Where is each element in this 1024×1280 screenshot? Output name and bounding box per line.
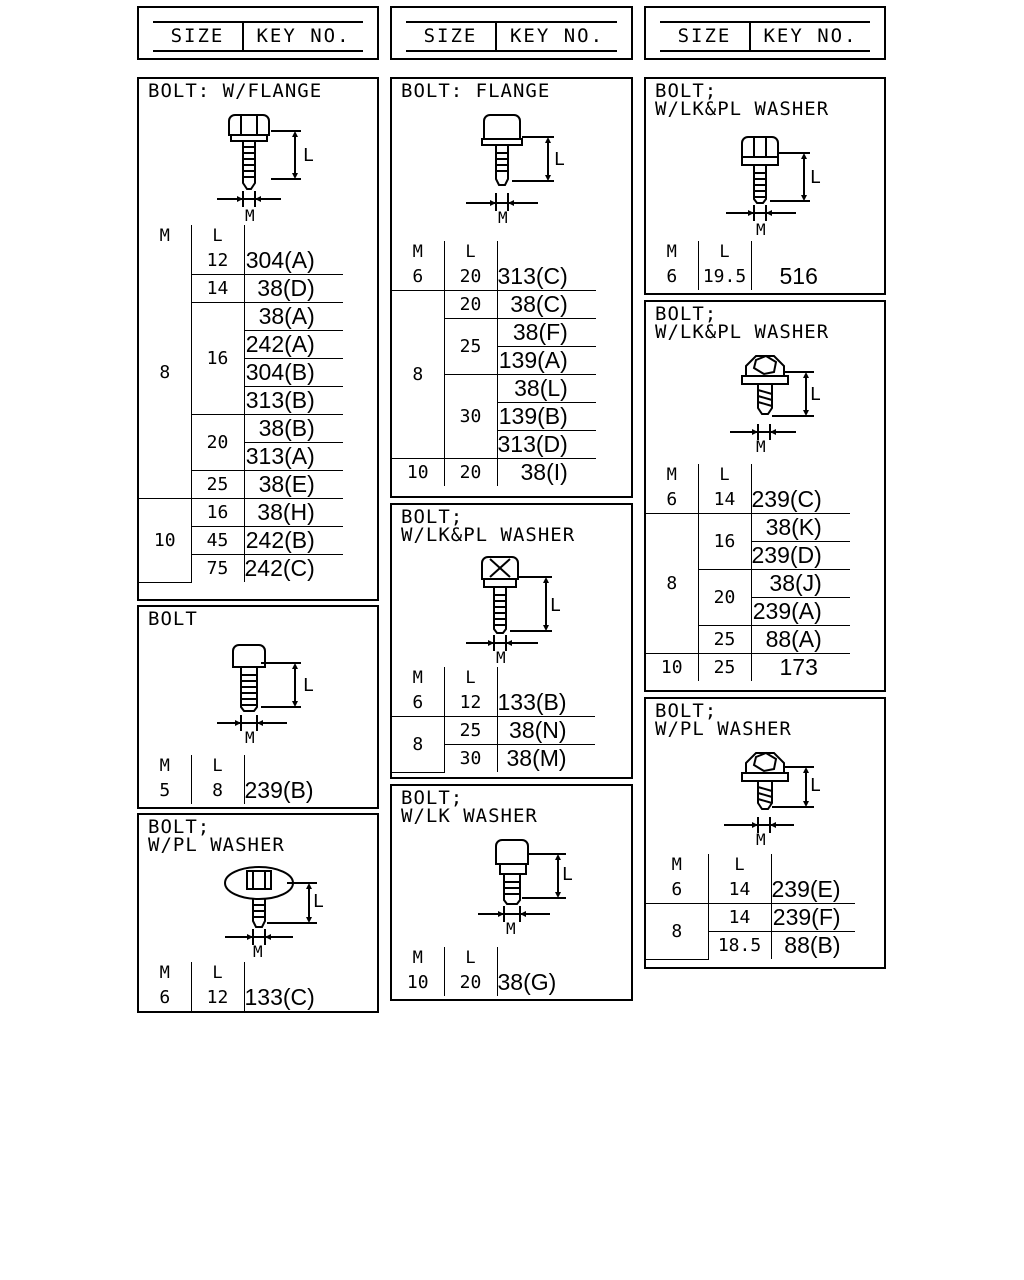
bolt-icon: L M <box>217 644 314 747</box>
box-title: BOLT: FLANGE <box>401 80 551 102</box>
svg-text:M: M <box>756 437 766 456</box>
bolt-w-lk-washer-icon: L M <box>478 839 573 938</box>
key-no-label: KEY NO. <box>256 25 351 47</box>
size-label: SIZE <box>153 23 244 50</box>
svg-text:M: M <box>496 648 506 667</box>
svg-text:M: M <box>245 728 255 747</box>
svg-text:M: M <box>253 942 263 961</box>
svg-text:L: L <box>550 595 561 616</box>
bolt-w-pl-washer-icon: L M <box>224 866 324 961</box>
svg-text:L: L <box>313 891 324 912</box>
bolt-w-flange-icon: L M <box>217 114 314 225</box>
svg-text:L: L <box>810 384 821 405</box>
size-label: SIZE <box>660 23 751 50</box>
svg-text:M: M <box>245 206 255 225</box>
key-no-label: KEY NO. <box>763 25 858 47</box>
bolt-w-lk-pl-washer-icon: L M <box>466 556 561 667</box>
box-title: BOLT; W/PL WASHER <box>655 700 792 740</box>
svg-text:L: L <box>303 145 314 166</box>
size-header-col1: SIZE KEY NO. <box>137 6 379 60</box>
bolt-w-lk-pl-washer-hex-icon: L M <box>730 354 821 456</box>
svg-text:L: L <box>303 675 314 696</box>
svg-text:M: M <box>498 208 508 227</box>
box-title: BOLT: W/FLANGE <box>148 80 323 102</box>
svg-text:M: M <box>756 220 766 239</box>
box-title: BOLT; W/LK&PL WASHER <box>401 506 576 546</box>
bolt-flange-icon: L M <box>466 114 565 227</box>
svg-text:M: M <box>506 919 516 938</box>
svg-text:L: L <box>810 167 821 188</box>
svg-text:L: L <box>810 775 821 796</box>
svg-text:M: M <box>756 830 766 849</box>
box-title: BOLT; W/PL WASHER <box>148 816 285 856</box>
size-label: SIZE <box>406 23 497 50</box>
size-header-col3: SIZE KEY NO. <box>644 6 886 60</box>
box-title: BOLT; W/LK&PL WASHER <box>655 80 830 120</box>
svg-text:L: L <box>562 864 573 885</box>
bolt-w-pl-washer-hex-icon: L M <box>724 751 821 849</box>
key-no-label: KEY NO. <box>509 25 605 47</box>
bolt-w-lk-pl-washer-icon: L M <box>726 136 821 239</box>
box-title: BOLT; W/LK&PL WASHER <box>655 303 830 343</box>
svg-text:L: L <box>554 149 565 170</box>
size-header-col2: SIZE KEY NO. <box>390 6 633 60</box>
box-title: BOLT <box>148 608 198 630</box>
box-title: BOLT; W/LK WASHER <box>401 787 538 827</box>
